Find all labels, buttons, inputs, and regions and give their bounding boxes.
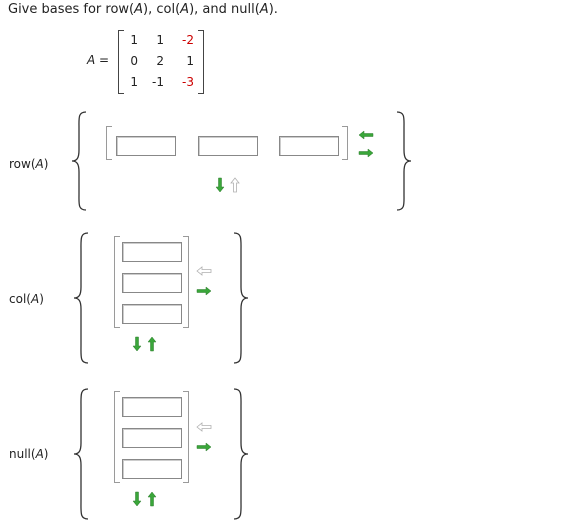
row-basis-entry-2[interactable]	[198, 136, 258, 156]
question-part: Give bases for row(	[8, 2, 135, 17]
null-basis-entry-2[interactable]	[122, 428, 182, 448]
question-part: ).	[268, 2, 278, 17]
col-basis-entry-2[interactable]	[122, 273, 182, 293]
label-part: )	[43, 447, 49, 461]
null-left-brace	[73, 388, 89, 520]
matrix-equals: =	[95, 53, 110, 67]
row-vector-right-bracket	[342, 126, 348, 160]
matrix-cell: -1	[152, 75, 164, 89]
matrix-cell: 0	[130, 54, 138, 68]
arrow-down-icon[interactable]	[132, 336, 142, 352]
label-var: A	[30, 292, 40, 306]
row-basis-entry-3[interactable]	[279, 136, 339, 156]
matrix-label: A =	[87, 53, 109, 67]
matrix-cell: 1	[156, 33, 164, 47]
label-part: col(	[9, 292, 31, 306]
null-right-brace	[233, 388, 249, 520]
col-basis-entry-1[interactable]	[122, 242, 182, 262]
label-var: A	[35, 447, 44, 461]
matrix-cell: -2	[182, 33, 194, 47]
arrow-right-icon[interactable]	[358, 148, 374, 158]
arrow-up-icon[interactable]	[147, 336, 157, 352]
question-var: A	[180, 2, 190, 17]
col-vector-left-bracket	[114, 236, 120, 328]
matrix-left-bracket	[118, 30, 124, 94]
arrow-left-icon[interactable]	[196, 422, 212, 432]
matrix-cell: 1	[130, 33, 138, 47]
label-var: A	[35, 157, 44, 171]
matrix-cell: 2	[156, 54, 164, 68]
arrow-up-icon[interactable]	[230, 177, 240, 193]
matrix-cell: 1	[130, 75, 138, 89]
question-part: ), col(	[143, 2, 181, 17]
label-part: row(	[9, 157, 36, 171]
arrow-down-icon[interactable]	[215, 177, 225, 193]
arrow-down-icon[interactable]	[132, 491, 142, 507]
column-space-label: col(A)	[9, 292, 44, 306]
question-var: A	[134, 2, 144, 17]
null-basis-entry-1[interactable]	[122, 397, 182, 417]
col-left-brace	[73, 232, 89, 364]
row-basis-entry-1[interactable]	[116, 136, 176, 156]
arrow-right-icon[interactable]	[196, 286, 212, 296]
arrow-left-icon[interactable]	[196, 266, 212, 276]
label-part: null(	[9, 447, 36, 461]
label-part: )	[43, 157, 49, 171]
arrow-up-icon[interactable]	[147, 491, 157, 507]
arrow-left-icon[interactable]	[358, 130, 374, 140]
label-part: )	[39, 292, 44, 306]
matrix-name: A	[87, 53, 96, 67]
question-text: Give bases for row(A), col(A), and null(…	[8, 2, 278, 17]
matrix-right-bracket	[198, 30, 204, 94]
null-space-label: null(A)	[9, 447, 48, 461]
col-basis-entry-3[interactable]	[122, 304, 182, 324]
col-vector-right-bracket	[183, 236, 189, 328]
null-vector-left-bracket	[114, 391, 120, 483]
null-vector-right-bracket	[183, 391, 189, 483]
arrow-right-icon[interactable]	[196, 442, 212, 452]
col-right-brace	[233, 232, 249, 364]
row-space-label: row(A)	[9, 157, 48, 171]
matrix-a: 1 1 -2 0 2 1 1 -1 -3	[118, 30, 204, 94]
matrix-cell: 1	[186, 54, 194, 68]
row-vector-left-bracket	[106, 126, 112, 160]
row-left-brace	[71, 111, 87, 211]
question-part: ), and null(	[189, 2, 260, 17]
null-basis-entry-3[interactable]	[122, 459, 182, 479]
question-var: A	[259, 2, 269, 17]
matrix-cell: -3	[182, 75, 194, 89]
row-right-brace	[396, 111, 412, 211]
